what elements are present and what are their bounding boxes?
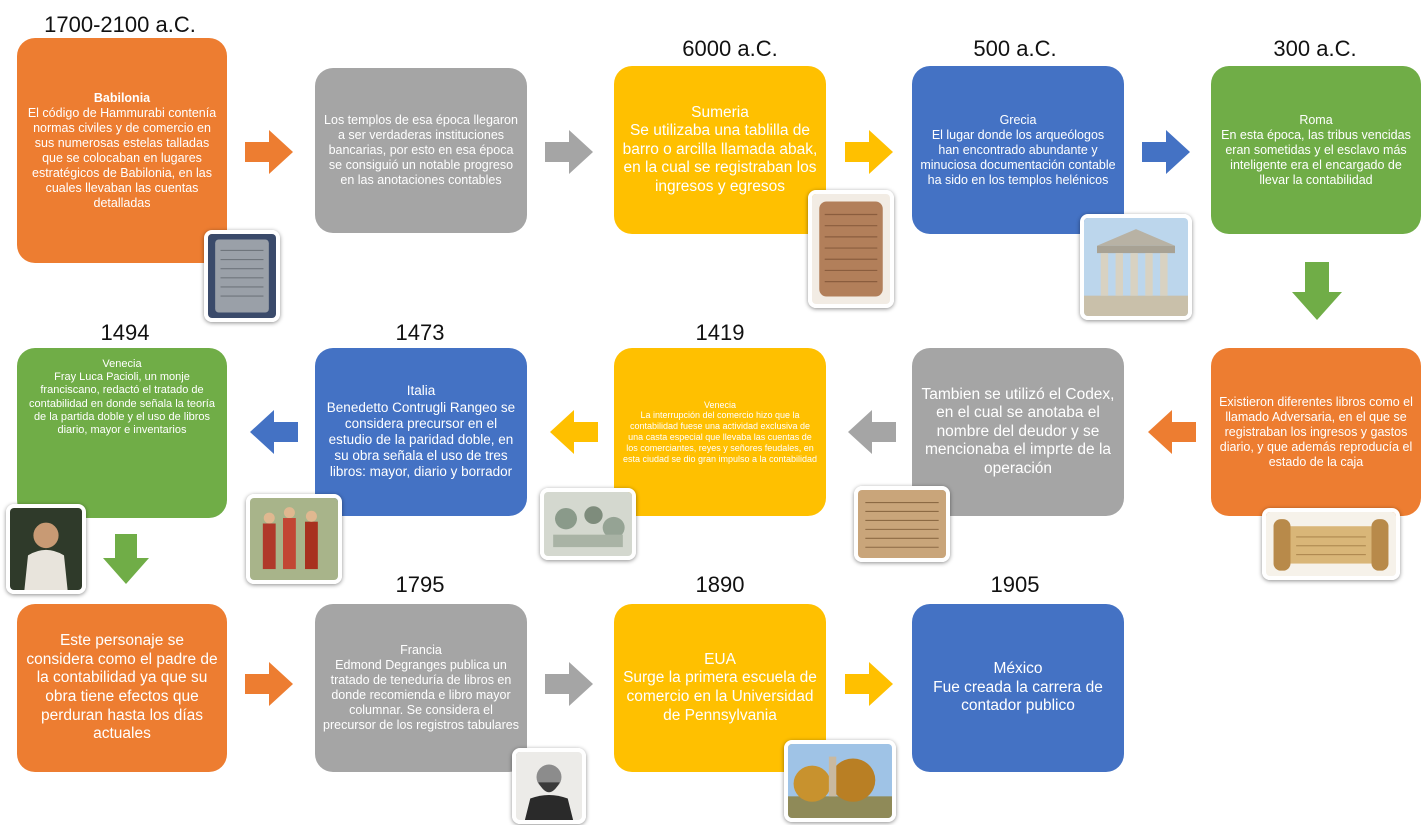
arrow-right-icon [845,662,893,706]
arrow-right-icon [845,130,893,174]
box-italia-text: Benedetto Contrugli Rangeo se considera … [326,399,516,480]
merchants-photo [540,488,636,560]
box-templos-text: Los templos de esa época llegaron a ser … [324,113,518,187]
arrow-left-icon [250,410,298,454]
box-codex-text: Tambien se utilizó el Codex, en el cual … [921,385,1115,477]
box-roma-title: Roma [1299,112,1333,127]
box-eua-title: EUA [704,650,736,668]
year-sumeria: 6000 a.C. [682,36,778,61]
scroll-photo [1262,508,1400,580]
degranges-portrait-photo [512,748,586,824]
arrow-left-icon [848,410,896,454]
box-padre: Este personaje se considera como el padr… [17,604,227,772]
box-eua-text: Surge la primera escuela de comercio en … [623,669,817,724]
box-francia: Francia Edmond Degranges publica un trat… [315,604,527,772]
box-francia-text: Edmond Degranges publica un tratado de t… [323,658,519,732]
box-roma: Roma En esta época, las tribus vencidas … [1211,66,1421,234]
box-eua: EUA Surge la primera escuela de comercio… [614,604,826,772]
year-1419: 1419 [695,320,745,345]
year-1473: 1473 [395,320,445,345]
box-venecia-1419-title: Venecia [703,399,737,410]
box-sumeria-title: Sumeria [691,103,749,121]
pacioli-portrait-photo [6,504,86,594]
box-sumeria-text: Se utilizaba una tablilla de barro o arc… [622,122,818,195]
year-1890: 1890 [695,572,745,597]
arrow-left-icon [550,410,598,454]
arrow-left-icon [1148,410,1196,454]
codex-photo [854,486,950,562]
year-1795: 1795 [395,572,445,597]
box-templos: Los templos de esa época llegaron a ser … [315,68,527,233]
box-venecia-1419-text: La interrupción del comercio hizo que la… [622,410,818,464]
box-venecia-1494-text: Fray Luca Pacioli, un monje franciscano,… [29,371,215,436]
box-grecia-title: Grecia [999,112,1037,127]
box-mexico-text: Fue creada la carrera de contador public… [933,678,1103,715]
stele-photo [204,230,280,322]
arrow-down-icon [1292,262,1342,320]
box-babilonia-text: El código de Hammurabi contenía normas c… [27,105,217,210]
box-libros-text: Existieron diferentes libros como el lla… [1219,394,1413,469]
year-grecia: 500 a.C. [973,36,1057,61]
year-1905: 1905 [990,572,1040,597]
box-grecia-text: El lugar donde los arqueólogos han encon… [920,127,1116,187]
box-venecia-1494: Venecia Fray Luca Pacioli, un monje fran… [17,348,227,518]
year-1494: 1494 [100,320,150,345]
box-italia: Italia Benedetto Contrugli Rangeo se con… [315,348,527,516]
arrow-right-icon [1142,130,1190,174]
box-italia-title: Italia [406,383,436,399]
arrow-down-icon [103,534,149,584]
box-grecia: Grecia El lugar donde los arqueólogos ha… [912,66,1124,234]
box-libros: Existieron diferentes libros como el lla… [1211,348,1421,516]
box-venecia-1419: Venecia La interrupción del comercio hiz… [614,348,826,516]
arrow-right-icon [545,130,593,174]
box-mexico: México Fue creada la carrera de contador… [912,604,1124,772]
arrow-right-icon [245,662,293,706]
greek-temple-photo [1080,214,1192,320]
year-babilonia: 1700-2100 a.C. [44,12,196,37]
university-photo [784,740,896,822]
box-babilonia: Babilonia El código de Hammurabi contení… [17,38,227,263]
year-roma: 300 a.C. [1273,36,1357,61]
box-venecia-1494-title: Venecia [102,358,142,370]
box-padre-text: Este personaje se considera como el padr… [26,632,218,743]
arrow-right-icon [245,130,293,174]
box-babilonia-title: Babilonia [93,90,151,105]
clay-tablet-photo [808,190,894,308]
box-sumeria: Sumeria Se utilizaba una tablilla de bar… [614,66,826,234]
box-roma-text: En esta época, las tribus vencidas eran … [1221,127,1411,187]
box-mexico-title: México [993,660,1043,678]
box-francia-title: Francia [400,643,442,657]
arrow-right-icon [545,662,593,706]
monks-painting-photo [246,494,342,584]
